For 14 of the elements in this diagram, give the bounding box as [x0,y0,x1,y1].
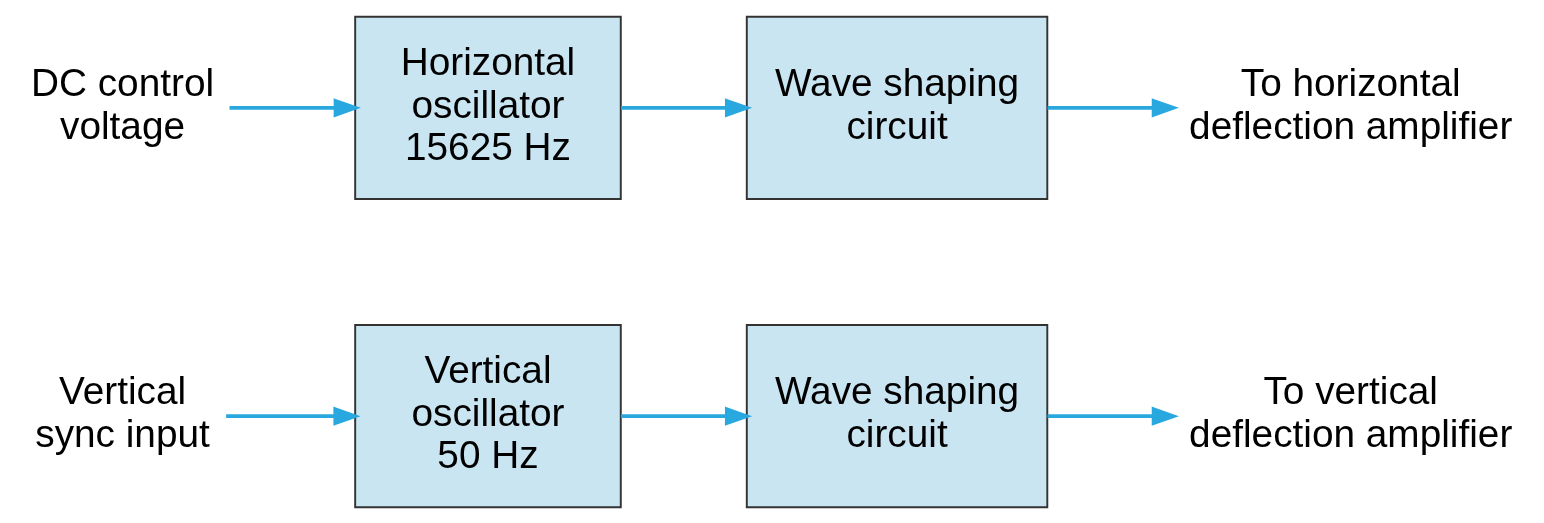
node-box: Wave shaping circuit [745,323,1049,508]
arrow [1047,97,1179,117]
node-box: Vertical oscillator 50 Hz [354,323,622,508]
node-text: To horizontal deflection amplifier [1189,60,1513,147]
arrow [620,406,753,426]
arrow [1047,406,1179,426]
node-text: DC control voltage [30,60,215,147]
arrow [226,406,361,426]
arrow [620,97,753,117]
node-text: To vertical deflection amplifier [1189,368,1513,455]
node-box: Wave shaping circuit [745,15,1049,200]
arrow [229,97,361,117]
node-box: Horizontal oscillator 15625 Hz [354,15,622,200]
node-text: Vertical sync input [35,368,210,455]
